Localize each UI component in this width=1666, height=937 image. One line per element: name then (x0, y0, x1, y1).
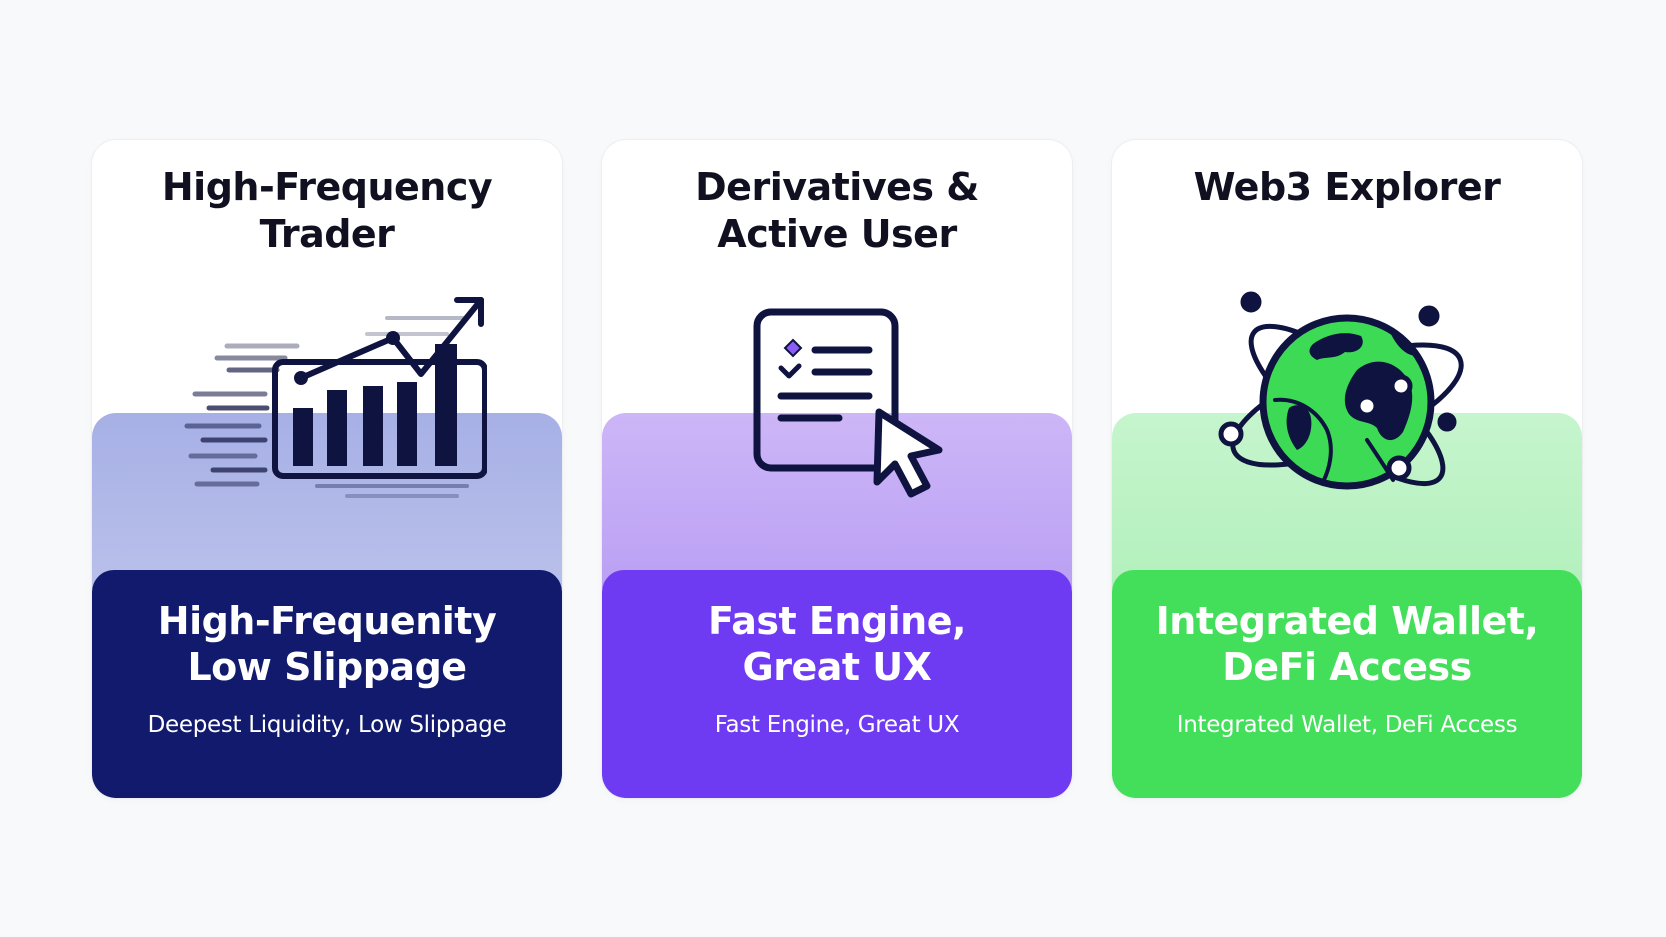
card-web3-explorer: Web3 Explorer (1112, 140, 1582, 798)
card-title: Derivatives & Active User (695, 165, 979, 256)
persona-cards: High-Frequency Trader (92, 140, 1582, 798)
card-accent-band (602, 413, 1072, 588)
card-derivatives-active-user: Derivatives & Active User Fast Engine, G… (602, 140, 1072, 798)
card-subline: Fast Engine, Great UX (714, 712, 960, 738)
card-headline: High-Frequenity Low Slippage (157, 599, 497, 689)
card-icon-area (1112, 290, 1582, 520)
card-title: High-Frequency Trader (161, 165, 493, 256)
card-feature-panel: Fast Engine, Great UX Fast Engine, Great… (602, 570, 1072, 798)
card-subline: Deepest Liquidity, Low Slippage (147, 712, 507, 738)
globe-orbit-icon (1218, 291, 1464, 490)
document-cursor-icon (753, 308, 943, 498)
card-high-frequency-trader: High-Frequency Trader (92, 140, 562, 798)
card-title: Web3 Explorer (1193, 165, 1501, 209)
card-headline: Fast Engine, Great UX (708, 599, 966, 689)
card-headline: Integrated Wallet, DeFi Access (1155, 599, 1539, 689)
card-icon-area (92, 290, 562, 520)
card-icon-area (602, 290, 1072, 520)
rising-bar-chart-icon (184, 297, 487, 498)
card-subline: Integrated Wallet, DeFi Access (1176, 712, 1518, 738)
card-feature-panel: High-Frequenity Low Slippage Deepest Liq… (92, 570, 562, 798)
card-feature-panel: Integrated Wallet, DeFi Access Integrate… (1112, 570, 1582, 798)
